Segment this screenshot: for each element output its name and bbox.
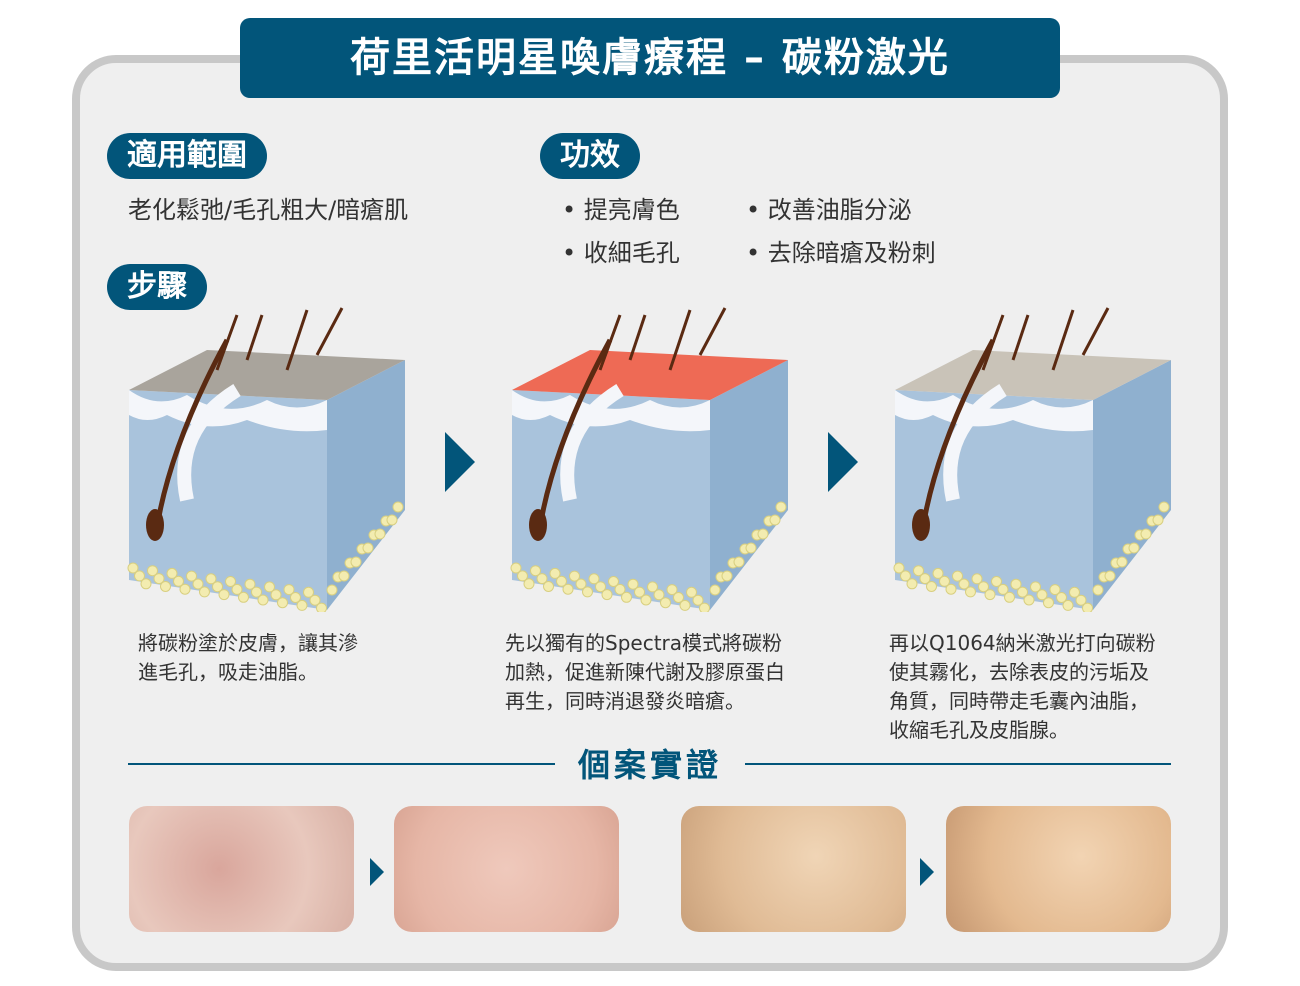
scope-text: 老化鬆弛/毛孔粗大/暗瘡肌 (128, 196, 409, 224)
step-arrow-icon (445, 432, 475, 492)
page-title: 荷里活明星喚膚療程 – 碳粉激光 (240, 18, 1060, 98)
divider (128, 763, 555, 765)
skin-illustration-step-2 (510, 307, 788, 612)
effects-label: 功效 (540, 133, 640, 179)
effect-item: 提亮膚色 (562, 190, 680, 225)
caption-line: 收縮毛孔及皮脂腺。 (889, 718, 1069, 742)
skin-illustration-step-3 (893, 307, 1171, 612)
case-1-before-photo (129, 806, 354, 932)
caption-line: 使其霧化，去除表皮的污垢及 (889, 660, 1149, 684)
step-arrow-icon (828, 432, 858, 492)
step-1-caption: 將碳粉塗於皮膚，讓其滲 進毛孔，吸走油脂。 (138, 629, 458, 687)
caption-line: 加熱，促進新陳代謝及膠原蛋白 (505, 660, 785, 684)
caption-line: 將碳粉塗於皮膚，讓其滲 (138, 631, 358, 655)
scope-label: 適用範圍 (107, 133, 267, 179)
cases-title: 個案實證 (577, 746, 722, 784)
step-2-caption: 先以獨有的Spectra模式將碳粉 加熱，促進新陳代謝及膠原蛋白 再生，同時消退… (505, 629, 825, 716)
effect-item: 收細毛孔 (562, 233, 680, 268)
caption-line: 先以獨有的Spectra模式將碳粉 (505, 631, 783, 655)
case-2-after-photo (946, 806, 1171, 932)
step-3-caption: 再以Q1064納米激光打向碳粉 使其霧化，去除表皮的污垢及 角質，同時帶走毛囊內… (889, 629, 1209, 745)
effect-item: 去除暗瘡及粉刺 (746, 233, 936, 268)
skin-illustration-step-1 (127, 307, 405, 612)
caption-line: 再以Q1064納米激光打向碳粉 (889, 631, 1156, 655)
case-1-after-photo (394, 806, 619, 932)
caption-line: 進毛孔，吸走油脂。 (138, 660, 318, 684)
caption-line: 再生，同時消退發炎暗瘡。 (505, 689, 745, 713)
effect-item: 改善油脂分泌 (746, 190, 912, 225)
arrow-icon (920, 858, 934, 886)
caption-line: 角質，同時帶走毛囊內油脂， (889, 689, 1149, 713)
case-2-before-photo (681, 806, 906, 932)
divider (745, 763, 1171, 765)
steps-label: 步驟 (107, 264, 207, 310)
arrow-icon (370, 858, 384, 886)
